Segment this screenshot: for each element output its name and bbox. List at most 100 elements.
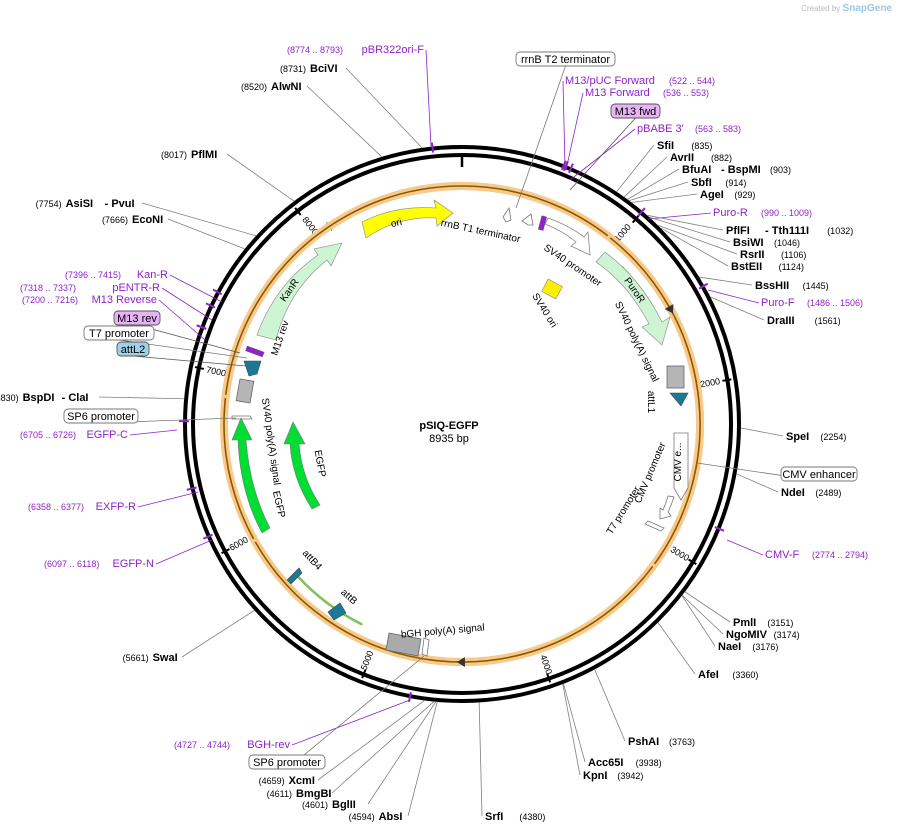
enzyme-pflfi[interactable]: PflFI- Tth111I(1032) <box>647 214 853 237</box>
enzyme-bspdi[interactable]: (6830)BspDI- ClaI <box>0 392 185 404</box>
primer-egfp-n[interactable]: EGFP-N(6097 .. 6118) <box>44 533 213 570</box>
primer-m13-fwd[interactable] <box>563 161 569 172</box>
enzyme-bsshii[interactable]: BssHII(1445) <box>699 276 829 292</box>
primer-m13-puc-forward[interactable]: M13/pUC Forward(522 .. 544) <box>561 75 715 171</box>
primer-bgh-rev[interactable]: BGH-rev(4727 .. 4744) <box>174 691 412 751</box>
enzyme-name: NdeI <box>781 487 805 499</box>
enzyme-srfi[interactable]: SrfI(4380) <box>478 702 545 823</box>
tick-mark <box>688 558 697 565</box>
enzyme-position: (4659) <box>259 776 285 786</box>
enzyme-econi[interactable]: (7666)EcoNI <box>102 214 245 250</box>
primer-kan-r[interactable]: Kan-R(7396 .. 7415) <box>65 269 223 303</box>
enzyme-spei[interactable]: SpeI(2254) <box>740 427 846 443</box>
enzyme-position: (3942) <box>617 771 643 781</box>
enzyme-asisi[interactable]: (7754)AsiSI- PvuI <box>36 198 257 237</box>
enzyme-pshai[interactable]: PshAI(3763) <box>594 669 695 748</box>
primer-name: M13 Forward <box>585 87 650 99</box>
rrnb-t1-label: rrnB T1 terminator <box>440 218 522 246</box>
primer-pbr322ori-f[interactable]: pBR322ori-F(8774 .. 8793) <box>287 44 434 153</box>
primers-layer: pBR322ori-F(8774 .. 8793) M13/pUC Forward… <box>20 44 868 751</box>
enzyme-ngomiv[interactable]: NgoMIV(3174) <box>681 595 800 641</box>
enzyme-name: KpnI <box>583 770 607 782</box>
enzyme-position: (8731) <box>280 64 306 74</box>
cmv-enhancer-short-label: CMV e... <box>673 443 684 482</box>
enzyme-afei[interactable]: AfeI(3360) <box>657 622 758 681</box>
primer-egfp-c[interactable]: EGFP-C(6705 .. 6726) <box>20 420 190 441</box>
enzyme-position: (2489) <box>815 488 841 498</box>
attb-feature <box>327 602 347 621</box>
primer-leader <box>565 92 584 171</box>
enzyme-acc65i[interactable]: Acc65I(3938) <box>563 683 662 769</box>
primer-m13-rev[interactable] <box>196 324 207 330</box>
primer-cmv-f[interactable]: CMV-F(2774 .. 2794) <box>714 526 868 561</box>
sv40-ori-feature <box>541 278 563 300</box>
primer-site-mark <box>637 207 646 217</box>
enzyme-bglii[interactable]: (4601)BglII <box>302 701 437 811</box>
enzyme-name: NgoMIV <box>726 629 768 641</box>
t7-promoter-label: T7 promoter <box>605 484 644 537</box>
egfp-inner-feature <box>283 421 321 510</box>
m13-fwd-label[interactable]: M13 fwd <box>569 103 661 191</box>
enzyme-naei[interactable]: NaeI(3176) <box>681 595 778 653</box>
primer-leader <box>647 212 712 220</box>
snapgene-watermark: Created by SnapGene <box>801 3 892 14</box>
enzyme-ndei[interactable]: NdeI (2489) <box>736 473 842 499</box>
enzyme-absi[interactable]: (4594)AbsI <box>349 701 438 823</box>
enzyme-pmli[interactable]: PmlI(3151) <box>684 591 793 629</box>
callout-text: M13 fwd <box>615 106 657 118</box>
primer-puro-r[interactable]: Puro-R(990 .. 1009) <box>637 207 812 220</box>
enzyme-name: AvrII <box>670 152 694 164</box>
enzyme-position: (835) <box>691 141 712 151</box>
primer-m13-forward[interactable]: M13 Forward(536 .. 553) <box>563 87 709 172</box>
primer-range: (990 .. 1009) <box>761 208 812 218</box>
sp6-promoter-left-callout[interactable]: SP6 promoter <box>63 408 237 424</box>
enzyme-swai[interactable]: (5661)SwaI <box>123 610 255 664</box>
rrnb-t2-callout[interactable]: rrnB T2 terminator <box>515 51 616 209</box>
enzyme-bsiwi[interactable]: BsiWI(1046) <box>649 216 800 249</box>
enzyme-kpni[interactable]: KpnI (3942) <box>562 684 644 782</box>
primer-leader <box>137 491 199 508</box>
enzyme-leader <box>660 227 729 267</box>
enzyme-sbfi[interactable]: SbfI(914) <box>629 177 746 202</box>
tick-label: 7000 <box>205 365 227 379</box>
snapgene-logo: SnapGene <box>842 3 892 14</box>
enzyme-position: (5661) <box>123 653 149 663</box>
primer-puro-f[interactable]: Puro-F(1486 .. 1506) <box>698 282 863 309</box>
sp6-promoter-bottom-callout[interactable]: SP6 promoter <box>248 655 425 770</box>
primer-pentr-r[interactable]: pENTR-R(7318 .. 7337) <box>20 282 216 321</box>
enzyme-bmgbi[interactable]: (4611)BmgBI <box>267 701 435 800</box>
enzyme-position: (3176) <box>752 642 778 652</box>
enzyme-alwni[interactable]: (8520)AlwNI <box>241 81 383 158</box>
egfp-outer-feature <box>231 417 271 534</box>
enzyme-sfii[interactable]: SfiI(835) <box>616 140 713 192</box>
plasmid-title-block: pSIQ-EGFP 8935 bp <box>370 420 528 445</box>
enzyme-draiii[interactable]: DraIII(1561) <box>710 296 841 327</box>
bgh-polya-feature <box>385 632 422 657</box>
enzyme-name: DraIII <box>767 315 795 327</box>
primer-site-mark <box>714 526 725 532</box>
enzyme-bsteii[interactable]: BstEII(1124) <box>660 227 804 273</box>
primer-exfp-r[interactable]: EXFP-R(6358 .. 6377) <box>28 486 199 513</box>
orf-arrow-bottom <box>456 656 465 667</box>
callout-leader <box>515 65 566 209</box>
cmv-enhancer-callout[interactable]: CMV enhancer <box>696 462 858 482</box>
primer-name: EXFP-R <box>96 501 136 513</box>
primer-site-mark <box>205 302 216 309</box>
tick-mark <box>546 673 552 683</box>
attl2-callout[interactable]: attL2 <box>116 341 247 367</box>
primer-pbabe-3[interactable]: pBABE 3'(563 .. 583) <box>568 123 741 181</box>
enzyme-agei[interactable]: AgeI(929) <box>631 189 756 203</box>
enzyme-bfuai[interactable]: BfuAI- BspMI(903) <box>627 164 791 200</box>
sv40-promoter-feature <box>544 217 591 256</box>
enzyme-pflmi[interactable]: (8017)PflMI <box>161 149 295 202</box>
enzyme-xcmi[interactable]: (4659)XcmI <box>259 700 425 787</box>
plasmid-length: 8935 bp <box>429 433 469 445</box>
t7-promoter-left-callout[interactable]: T7 promoter <box>83 325 248 359</box>
enzyme-leader <box>317 700 425 781</box>
attl1-label: attL1 <box>645 391 656 414</box>
attb-green-line <box>297 575 363 626</box>
enzyme-bcivi[interactable]: (8731)BciVI <box>280 63 423 149</box>
enzyme-avrii[interactable]: AvrII(882) <box>623 152 732 198</box>
enzyme-rsrii[interactable]: RsrII(1106) <box>657 224 807 261</box>
